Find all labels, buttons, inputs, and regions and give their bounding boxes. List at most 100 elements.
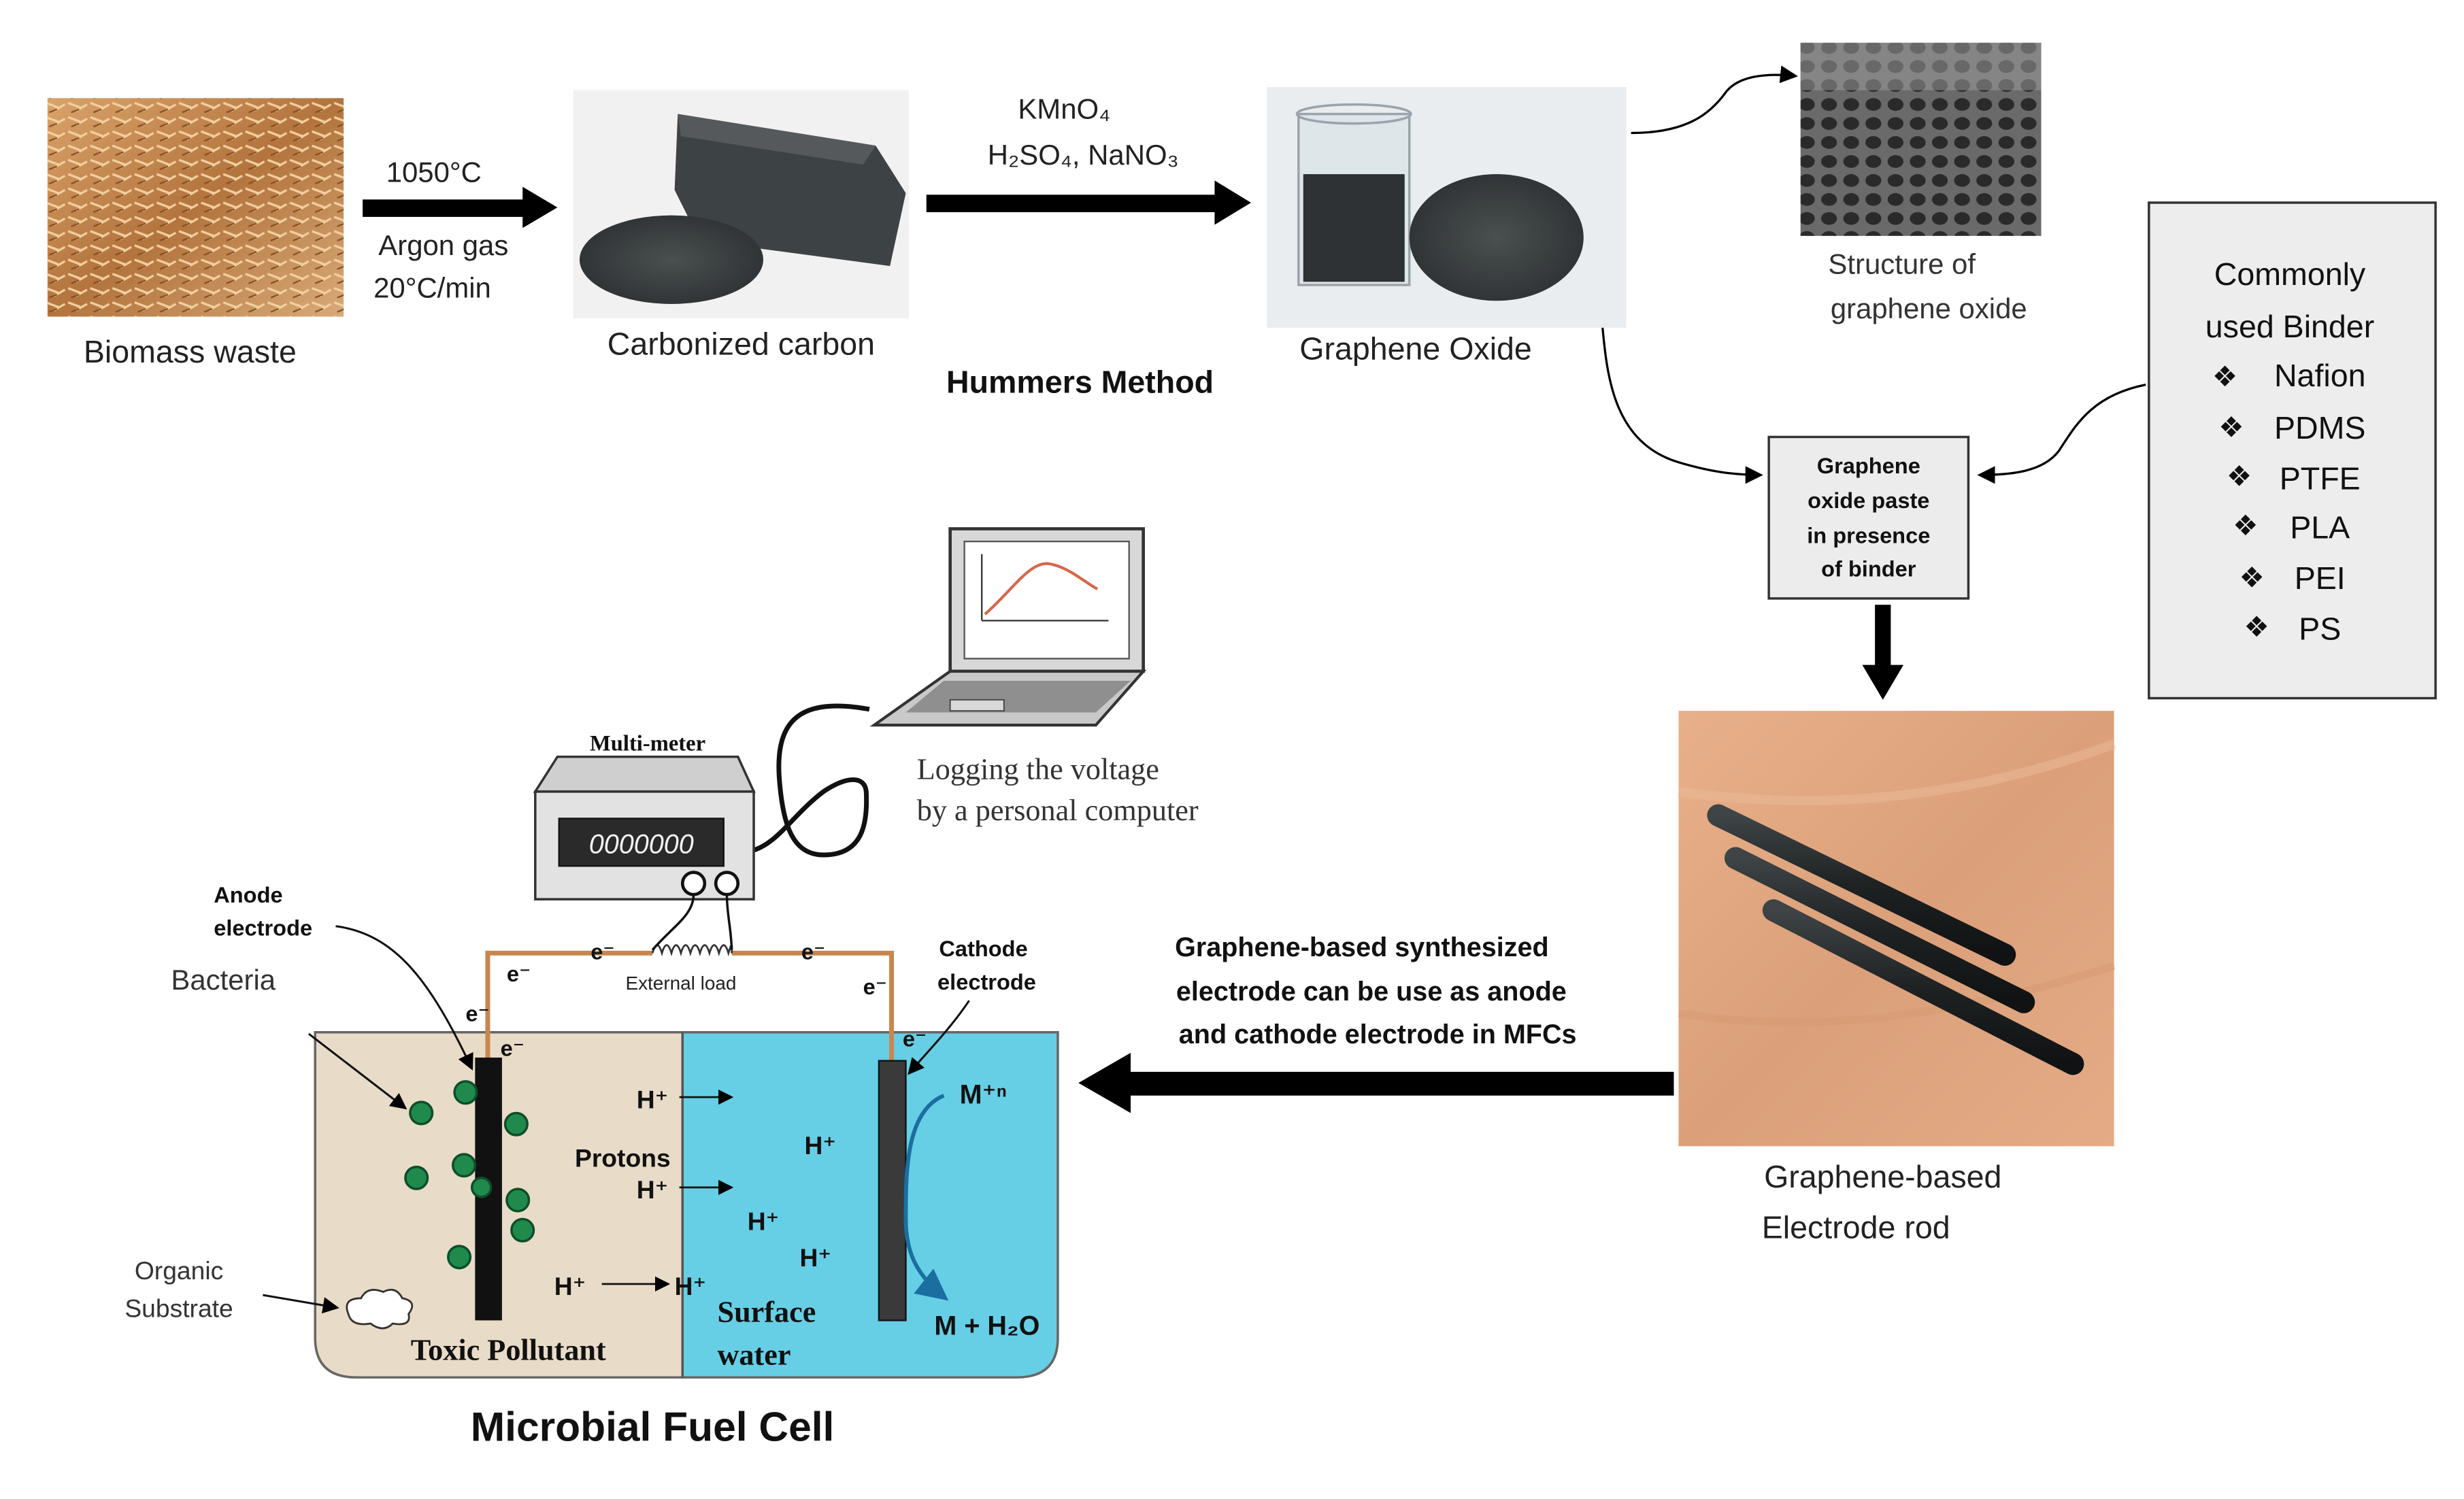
binder-bullet: ❖ xyxy=(2227,460,2252,492)
graphene-oxide-photo xyxy=(1267,87,1627,328)
paste-box-line4: of binder xyxy=(1821,556,1916,581)
surface-water-label-line1: Surface xyxy=(717,1296,816,1329)
mfc-arrow-text-line3: and cathode electrode in MFCs xyxy=(1179,1020,1577,1049)
hummers-arrow xyxy=(926,180,1251,225)
organic-label-line2: Substrate xyxy=(124,1294,233,1323)
proton-label: H⁺ xyxy=(800,1243,832,1272)
cathode-label-line2: electrode xyxy=(937,970,1036,994)
anode-wire xyxy=(485,950,653,1058)
organic-callout-arrow xyxy=(263,1294,339,1314)
proton-label: H⁺ xyxy=(675,1272,707,1300)
structure-label-line1: Structure of xyxy=(1828,248,1976,280)
graphene-to-paste-arrow xyxy=(1601,327,1763,484)
electron-label: e⁻ xyxy=(507,962,531,986)
external-load-resistor xyxy=(651,944,733,957)
electron-labels: e⁻ e⁻ e⁻ e⁻ e⁻ e⁻ e⁻ xyxy=(465,940,927,1061)
surface-water-label-line2: water xyxy=(717,1338,790,1372)
electrode-rods-photo xyxy=(1678,711,2116,1147)
paste-box-line2: oxide paste xyxy=(1808,488,1929,513)
electron-label: e⁻ xyxy=(590,940,614,964)
probe-lead-left xyxy=(651,894,695,951)
binder-list: ❖ Nafion ❖ PDMS ❖ PTFE ❖ PLA ❖ PEI ❖ PS xyxy=(2212,358,2366,646)
anode-label-line2: electrode xyxy=(214,916,312,941)
metal-product-label: M + H₂O xyxy=(934,1311,1039,1341)
binder-bullet: ❖ xyxy=(2233,509,2259,541)
paste-box-line3: in presence xyxy=(1807,523,1930,548)
cathode-electrode xyxy=(878,1060,907,1321)
binder-item-pla: PLA xyxy=(2290,509,2350,545)
binder-bullet: ❖ xyxy=(2244,611,2269,643)
hummers-method-label: Hummers Method xyxy=(946,364,1214,399)
carbonization-rate: 20°C/min xyxy=(373,272,491,304)
multimeter-label: Multi-meter xyxy=(590,731,705,756)
graphene-oxide-label: Graphene Oxide xyxy=(1299,331,1532,366)
binder-item-pdms: PDMS xyxy=(2274,410,2365,445)
hummers-reagent-kmno4: KMnO₄ xyxy=(1018,93,1110,125)
structure-connector-arrow xyxy=(1631,65,1798,135)
laptop-icon xyxy=(869,527,1147,727)
anode-label-line1: Anode xyxy=(214,883,282,907)
electron-label: e⁻ xyxy=(801,940,825,964)
electron-label: e⁻ xyxy=(465,1001,489,1026)
paste-to-rod-arrow xyxy=(1862,605,1904,700)
electrode-rod-label-line1: Graphene-based xyxy=(1764,1159,2001,1194)
binder-box xyxy=(2148,201,2437,700)
binder-title-line1: Commonly xyxy=(2214,256,2366,292)
metal-ion-label: M⁺ⁿ xyxy=(960,1079,1008,1109)
organic-substrate-icon xyxy=(346,1289,414,1330)
binder-item-ptfe: PTFE xyxy=(2280,460,2361,496)
anode-callout-arrow xyxy=(335,925,473,1071)
biomass-photo xyxy=(47,98,344,317)
binder-to-paste-arrow xyxy=(1977,384,2146,484)
carbonization-temp: 1050°C xyxy=(386,156,482,188)
binder-item-nafion: Nafion xyxy=(2274,358,2366,393)
biomass-label: Biomass waste xyxy=(84,334,297,369)
logging-text-line1: Logging the voltage xyxy=(917,752,1159,786)
proton-label: H⁺ xyxy=(805,1131,837,1160)
paste-box-line1: Graphene xyxy=(1817,454,1920,478)
electron-label: e⁻ xyxy=(863,975,887,999)
bacteria-label: Bacteria xyxy=(171,964,276,996)
hummers-reagent-acids: H₂SO₄, NaNO₃ xyxy=(988,139,1179,171)
bacteria-callout-arrow xyxy=(307,1032,407,1110)
binder-bullet: ❖ xyxy=(2212,360,2238,392)
binder-title-line2: used Binder xyxy=(2205,309,2374,344)
cathode-chamber xyxy=(681,1030,1059,1379)
cathode-wire xyxy=(731,950,895,1061)
metal-reduction-arrow xyxy=(903,1094,949,1301)
electron-label: e⁻ xyxy=(501,1037,525,1061)
organic-label-line1: Organic xyxy=(135,1256,223,1285)
structure-label-line2: graphene oxide xyxy=(1831,292,2027,324)
carbonized-carbon-photo xyxy=(573,90,910,318)
bacteria-cluster xyxy=(404,1080,535,1270)
binder-bullet: ❖ xyxy=(2239,562,2265,594)
mfc-title: Microbial Fuel Cell xyxy=(471,1403,835,1449)
electron-label: e⁻ xyxy=(903,1027,927,1051)
proton-label: H⁺ xyxy=(637,1175,669,1204)
binder-item-ps: PS xyxy=(2299,611,2341,646)
proton-label: H⁺ xyxy=(554,1272,586,1300)
carbonized-label: Carbonized carbon xyxy=(607,326,875,361)
proton-label: H⁺ xyxy=(748,1207,780,1236)
proton-label: H⁺ xyxy=(637,1085,669,1113)
binder-item-pei: PEI xyxy=(2295,560,2346,596)
mfc-arrow-text-line1: Graphene-based synthesized xyxy=(1175,932,1549,962)
multimeter-display: 0000000 xyxy=(589,830,694,860)
probe-lead-right xyxy=(725,894,733,950)
protons-label: Protons xyxy=(575,1144,671,1173)
binder-bullet: ❖ xyxy=(2218,411,2244,443)
cathode-label-line1: Cathode xyxy=(939,937,1027,961)
rod-to-mfc-arrow xyxy=(1078,1052,1674,1113)
multimeter-device xyxy=(533,755,756,900)
carbonization-arrow xyxy=(363,186,558,229)
cathode-callout-arrow xyxy=(908,1000,970,1075)
toxic-pollutant-label: Toxic Pollutant xyxy=(411,1334,606,1367)
electrode-rod-label-line2: Electrode rod xyxy=(1762,1209,1950,1245)
laptop-cable xyxy=(747,703,870,858)
carbonization-gas: Argon gas xyxy=(378,229,508,261)
logging-text-line2: by a personal computer xyxy=(917,794,1199,827)
paste-box xyxy=(1767,435,1970,600)
graphene-structure-image xyxy=(1800,42,2042,236)
